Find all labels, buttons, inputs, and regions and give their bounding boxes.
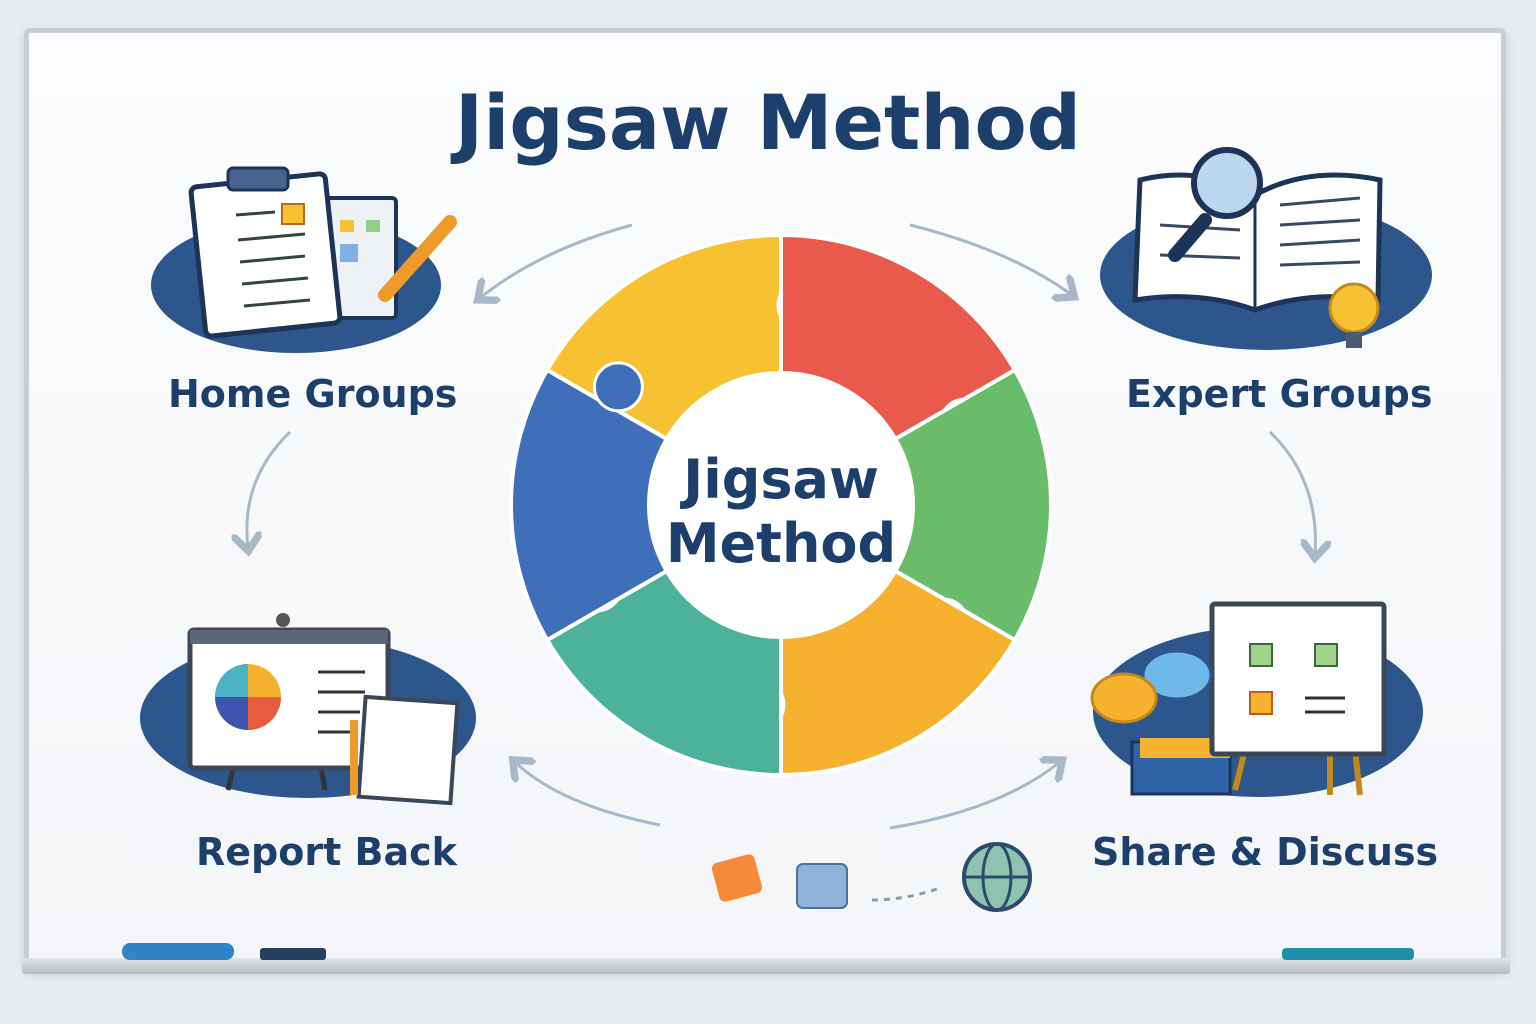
page-title: Jigsaw Method bbox=[454, 78, 1082, 167]
book-magnifier-icon bbox=[1132, 147, 1383, 348]
arrow-to-expert bbox=[909, 223, 1072, 295]
jigsaw-ring bbox=[509, 232, 1053, 778]
arrow-to-share bbox=[889, 762, 1060, 830]
center-line-1: Jigsaw bbox=[683, 448, 879, 511]
puzzle-knob-blue bbox=[592, 361, 644, 413]
arrow-home-to-report bbox=[247, 430, 292, 548]
label-home-groups: Home Groups bbox=[168, 372, 458, 416]
ring-center bbox=[649, 373, 913, 637]
discussion-board-icon bbox=[1090, 601, 1387, 796]
ring-center-title: Jigsaw Method bbox=[631, 448, 931, 576]
dashed-connector bbox=[871, 886, 941, 902]
clipboard-icon bbox=[188, 166, 457, 339]
globe-icon bbox=[962, 842, 1032, 912]
dark-marker bbox=[260, 948, 326, 960]
teal-marker bbox=[1282, 948, 1414, 960]
label-expert-groups: Expert Groups bbox=[1126, 372, 1433, 416]
label-share-discuss: Share & Discuss bbox=[1092, 830, 1439, 874]
presentation-board-icon bbox=[187, 613, 460, 806]
arrow-to-report bbox=[515, 762, 661, 827]
flow-arrows bbox=[247, 223, 1316, 902]
label-report-back: Report Back bbox=[196, 830, 457, 874]
blue-marker bbox=[122, 943, 234, 960]
orange-puzzle-piece-icon bbox=[711, 854, 763, 902]
marker-tray bbox=[22, 958, 1510, 974]
center-line-2: Method bbox=[665, 512, 897, 575]
arrow-to-home bbox=[480, 223, 633, 298]
blue-puzzle-piece-icon bbox=[796, 863, 848, 909]
arrow-expert-to-share bbox=[1268, 430, 1315, 555]
